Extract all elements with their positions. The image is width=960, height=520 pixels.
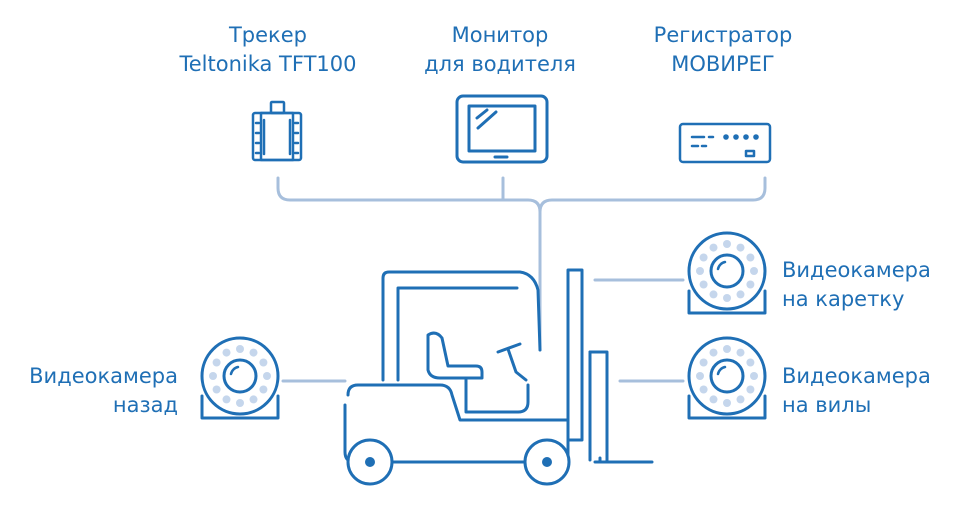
camera-carriage-label-line2: на каретку [782,287,904,311]
devices-bus-line [276,176,542,352]
forklift-steering [496,342,528,382]
forklift-seat [426,331,484,380]
recorder-label-line1: Регистратор [654,23,793,47]
tracker-label-line2: Teltonika TFT100 [178,52,356,76]
monitor-icon [455,94,549,164]
monitor-label-line1: Монитор [452,23,549,47]
recorder-label: Регистратор МОВИРЕГ [654,23,793,76]
monitor-label-line2: для водителя [424,52,576,76]
forklift-wheel-hubs [365,457,552,467]
tracker-label-line1: Трекер [228,23,307,47]
camera-rear-label-line2: назад [113,393,178,417]
forklift-icon [343,268,654,486]
recorder-indicator-lights [723,134,759,140]
camera-rear-label: Видеокамера назад [29,364,178,417]
camera-forks-icon [687,336,767,420]
gps-tracker-icon [251,100,303,162]
video-recorder-icon [678,122,772,164]
connector-lines [276,176,767,383]
camera-carriage-label: Видеокамера на каретку [782,258,931,311]
forklift-guard [381,270,542,382]
monitor-label: Монитор для водителя [424,23,576,76]
camera-carriage-label-line1: Видеокамера [782,258,931,282]
camera-rear-label-line1: Видеокамера [29,364,178,388]
camera-rear-icon [200,336,280,420]
recorder-bus-line [538,176,767,214]
forklift-forks [588,350,609,464]
camera-forks-label-line1: Видеокамера [782,364,931,388]
forklift-mast [566,268,584,442]
recorder-label-line2: МОВИРЕГ [671,52,775,76]
camera-forks-label: Видеокамера на вилы [782,364,931,417]
tracker-label: Трекер Teltonika TFT100 [178,23,356,76]
camera-forks-label-line2: на вилы [782,393,871,417]
camera-carriage-icon [687,231,767,315]
